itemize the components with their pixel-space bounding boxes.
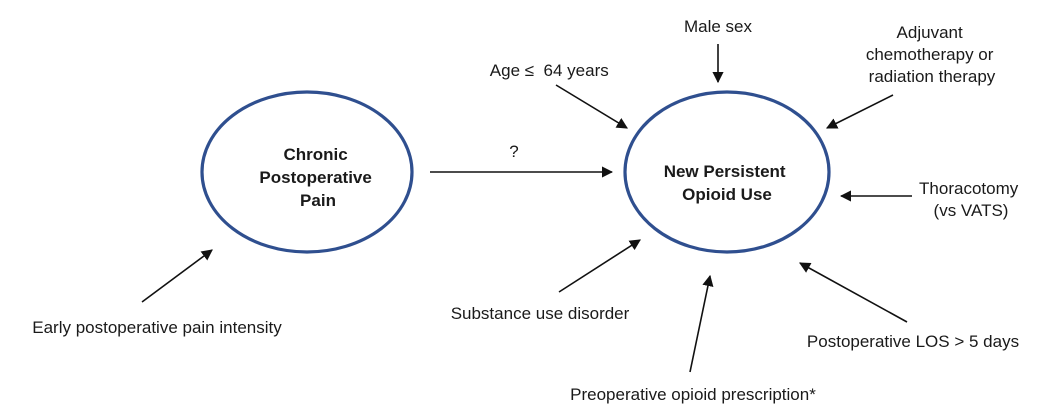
- los-arrow: [799, 262, 908, 323]
- age-label: Age ≤ 64 years: [467, 61, 623, 80]
- preop-opioid-label: Preoperative opioid prescription*: [570, 385, 816, 404]
- adjuvant-label: Adjuvant chemotherapy or radiation thera…: [866, 23, 998, 86]
- substance-use-arrow: [558, 239, 641, 293]
- substance-use-label: Substance use disorder: [451, 304, 630, 323]
- edge-question-label: ?: [509, 142, 518, 161]
- npou-node: [623, 90, 831, 254]
- adjuvant-arrow: [825, 94, 894, 129]
- early-pain-arrow: [141, 249, 213, 303]
- chronic-pain-label: Chronic Postoperative Pain: [259, 145, 376, 210]
- male-sex-label: Male sex: [684, 17, 753, 36]
- early-pain-label: Early postoperative pain intensity: [32, 318, 282, 337]
- preop-opioid-arrow: [689, 274, 714, 373]
- chronic-pain-node: [200, 90, 414, 254]
- thoracotomy-label: Thoracotomy (vs VATS): [919, 179, 1023, 220]
- los-label: Postoperative LOS > 5 days: [807, 332, 1019, 351]
- age-arrow: [555, 84, 628, 129]
- npou-label: New Persistent Opioid Use: [664, 162, 791, 204]
